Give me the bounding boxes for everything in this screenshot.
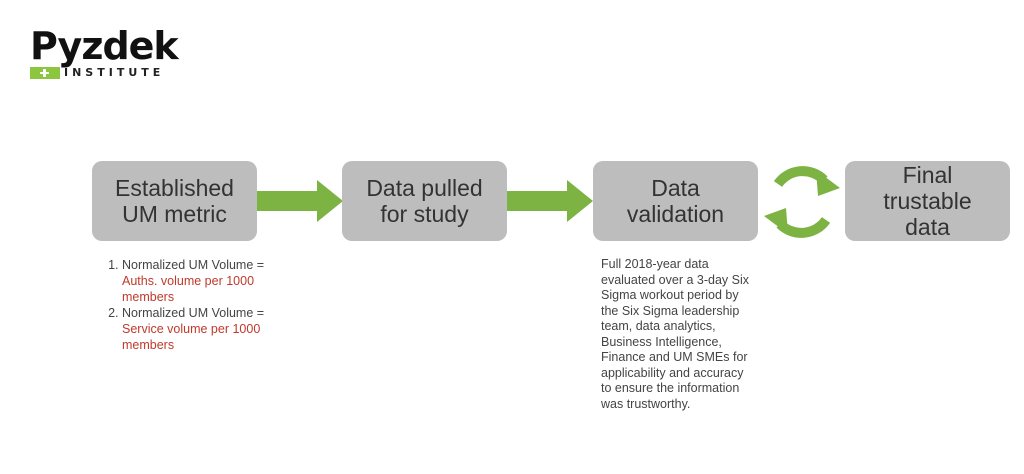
logo: Pyzdek INSTITUTE: [30, 24, 179, 79]
definition-prefix: Normalized UM Volume =: [122, 258, 265, 272]
um-metric-definitions: Normalized UM Volume = Auths. volume per…: [98, 257, 282, 353]
definition-highlight: Auths. volume per 1000 members: [122, 274, 255, 304]
definition-highlight: Service volume per 1000 members: [122, 322, 261, 352]
step-data-validation: Data validation: [593, 161, 758, 241]
right-arrow-icon: [507, 180, 593, 222]
step-established-um-metric: Established UM metric: [92, 161, 257, 241]
logo-subline: INSTITUTE: [30, 66, 178, 79]
definition-item: Normalized UM Volume = Service volume pe…: [122, 305, 282, 353]
logo-subtitle: INSTITUTE: [64, 66, 165, 79]
logo-plus-icon: [30, 66, 60, 79]
definition-item: Normalized UM Volume = Auths. volume per…: [122, 257, 282, 305]
logo-wordmark: Pyzdek: [30, 24, 179, 68]
definition-prefix: Normalized UM Volume =: [122, 306, 265, 320]
right-arrow-icon: [257, 180, 343, 222]
validation-description: Full 2018-year data evaluated over a 3-d…: [601, 257, 750, 411]
cycle-arrows-icon: [764, 166, 840, 238]
step-final-trustable-data: Final trustable data: [845, 161, 1010, 241]
step-data-pulled: Data pulled for study: [342, 161, 507, 241]
